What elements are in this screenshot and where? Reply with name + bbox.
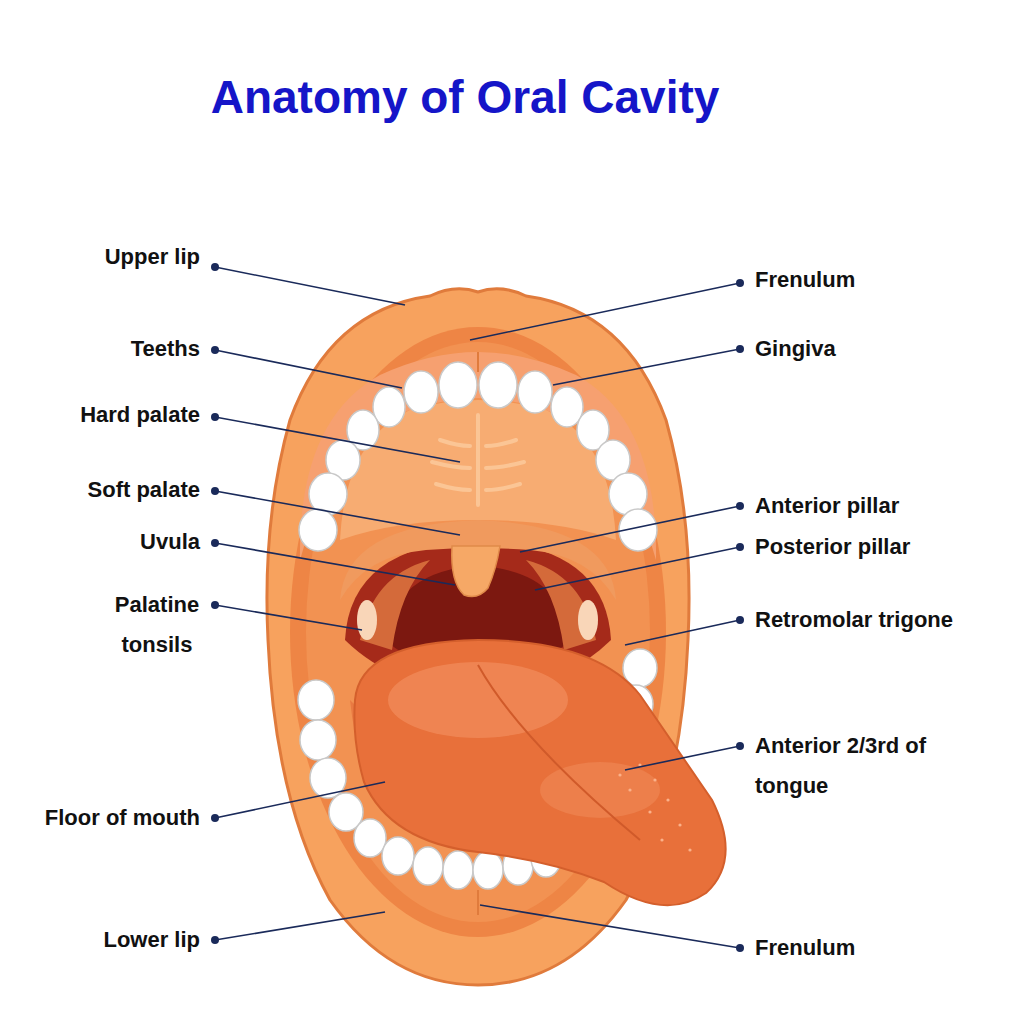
part-label: Frenulum	[755, 267, 995, 293]
part-label: Soft palate	[0, 477, 200, 503]
part-label: Frenulum	[755, 935, 995, 961]
leader-lines	[215, 267, 740, 948]
part-label: Teeths	[0, 336, 200, 362]
part-label: Palatine tonsils	[98, 585, 216, 665]
part-label: Hard palate	[0, 402, 200, 428]
part-label: Anterior 2/3rd of tongue	[755, 726, 965, 806]
part-label: Lower lip	[0, 927, 200, 953]
part-label: Uvula	[0, 529, 200, 555]
part-label: Upper lip	[0, 244, 200, 270]
part-label: Gingiva	[755, 336, 995, 362]
part-label: Floor of mouth	[0, 805, 200, 831]
part-label: Posterior pillar	[755, 534, 995, 560]
title: Anatomy of Oral Cavity	[0, 70, 930, 124]
part-label: Anterior pillar	[755, 493, 995, 519]
part-label: Retromolar trigone	[755, 607, 995, 633]
leader-dots	[211, 263, 744, 952]
